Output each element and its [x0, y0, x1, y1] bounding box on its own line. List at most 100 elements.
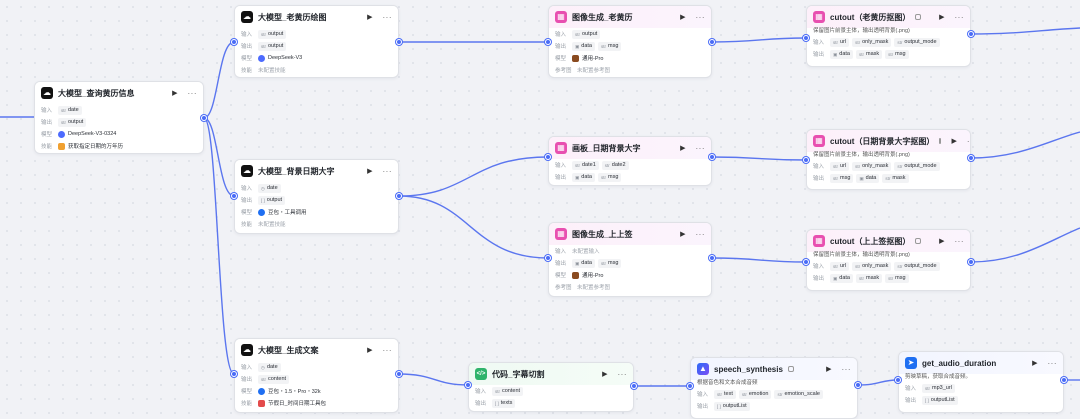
port-in[interactable] [231, 39, 237, 45]
node-cutout-shangshang[interactable]: ▦ cutout（上上签抠图） ▶ ··· 保留图片前景主体，输出透明背景(.p… [806, 229, 971, 291]
run-icon[interactable]: ▶ [367, 168, 373, 175]
more-icon[interactable]: ··· [695, 12, 705, 22]
node-title: 大模型_背景日期大字 [258, 166, 335, 176]
edge-huangli-gencopy [203, 117, 235, 375]
edge-img-cutout1 [711, 37, 807, 43]
port-in[interactable] [545, 39, 551, 45]
model-name: 豆包・1.5・Pro・32k [268, 389, 321, 395]
doubao-icon [258, 208, 265, 216]
node-title: 图像生成_老黄历 [572, 12, 633, 22]
port-in[interactable] [545, 154, 551, 160]
port-out[interactable] [855, 382, 861, 388]
port-in[interactable] [545, 255, 551, 261]
port-out[interactable] [631, 383, 637, 389]
port-out[interactable] [968, 155, 974, 161]
run-icon[interactable]: ▶ [602, 371, 608, 378]
model-name: 通用-Pro [582, 56, 604, 62]
node-get-audio-duration[interactable]: ➤ get_audio_duration ▶ ··· 剪映草稿，获取合成音频。 … [898, 351, 1064, 413]
run-icon[interactable]: ▶ [680, 14, 686, 21]
port-out[interactable] [1061, 377, 1067, 383]
code-icon: </> [475, 368, 487, 380]
node-cutout-laohuangli[interactable]: ▦ cutout（老黄历抠图） ▶ ··· 保留图片前景主体，输出透明背景(.p… [806, 5, 971, 67]
run-icon[interactable]: ▶ [826, 366, 832, 373]
more-icon[interactable]: ··· [841, 364, 851, 374]
model-name: DeepSeek-V3-0324 [68, 131, 117, 137]
cutout-icon: ▦ [813, 135, 825, 147]
llm-icon: ☁ [41, 87, 53, 99]
port-out[interactable] [709, 39, 715, 45]
image-icon: ▦ [555, 228, 567, 240]
run-icon[interactable]: ▶ [172, 90, 178, 97]
output-tag: ▣data [572, 172, 595, 182]
more-icon[interactable]: ··· [382, 12, 392, 22]
port-in[interactable] [687, 383, 693, 389]
input-empty: 未配置输入 [572, 249, 600, 255]
run-icon[interactable]: ▶ [1032, 360, 1038, 367]
run-icon[interactable]: ▶ [680, 231, 686, 238]
port-in[interactable] [803, 259, 809, 265]
port-in[interactable] [231, 193, 237, 199]
more-icon[interactable]: ··· [617, 369, 627, 379]
run-icon[interactable]: ▶ [367, 347, 373, 354]
port-out[interactable] [709, 255, 715, 261]
port-out[interactable] [968, 259, 974, 265]
model-name: 豆包・工具调用 [268, 210, 307, 216]
node-description: 保留图片前景主体，输出透明背景(.png) [813, 152, 910, 158]
calendar-icon [58, 142, 65, 150]
more-icon[interactable]: ··· [187, 88, 197, 98]
speech-plugin-icon: ▲ [697, 363, 709, 375]
node-description: 保留图片前景主体，输出透明背景(.png) [813, 28, 910, 34]
holiday-icon [258, 399, 265, 407]
more-icon[interactable]: ··· [382, 166, 392, 176]
node-bg-date[interactable]: ☁ 大模型_背景日期大字 ▶ ··· 输入◷date 输出[ ]output 模… [234, 159, 399, 234]
port-out[interactable] [396, 39, 402, 45]
port-out[interactable] [201, 115, 207, 121]
port-in[interactable] [465, 382, 471, 388]
run-icon[interactable]: ▶ [939, 238, 945, 245]
edge-huangli-bgdate [203, 117, 235, 197]
run-icon[interactable]: ▶ [367, 14, 373, 21]
port-out[interactable] [709, 154, 715, 160]
port-out[interactable] [396, 371, 402, 377]
port-out[interactable] [396, 193, 402, 199]
run-icon[interactable]: ▶ [680, 145, 686, 152]
more-icon[interactable]: ··· [1047, 358, 1057, 368]
more-icon[interactable]: ··· [695, 229, 705, 239]
port-out[interactable] [968, 31, 974, 37]
plugin-badge-icon [939, 138, 942, 144]
output-tag: ▣data [572, 258, 595, 268]
model-icon [572, 271, 579, 279]
more-icon[interactable]: ··· [966, 136, 970, 146]
port-in[interactable] [231, 371, 237, 377]
node-description: 剪映草稿，获取合成音频。 [905, 374, 972, 380]
port-in[interactable] [803, 35, 809, 41]
skill-name: 未配置技能 [258, 68, 286, 74]
port-in[interactable] [895, 377, 901, 383]
more-icon[interactable]: ··· [954, 12, 964, 22]
node-title: 图像生成_上上签 [572, 229, 633, 239]
port-in[interactable] [803, 157, 809, 163]
node-cutout-bgdate[interactable]: ▦ cutout（日期背景大字抠图） ▶ ··· 保留图片前景主体，输出透明背景… [806, 129, 971, 190]
run-icon[interactable]: ▶ [939, 14, 945, 21]
more-icon[interactable]: ··· [954, 236, 964, 246]
run-icon[interactable]: ▶ [951, 138, 957, 145]
more-icon[interactable]: ··· [695, 143, 705, 153]
more-icon[interactable]: ··· [382, 345, 392, 355]
